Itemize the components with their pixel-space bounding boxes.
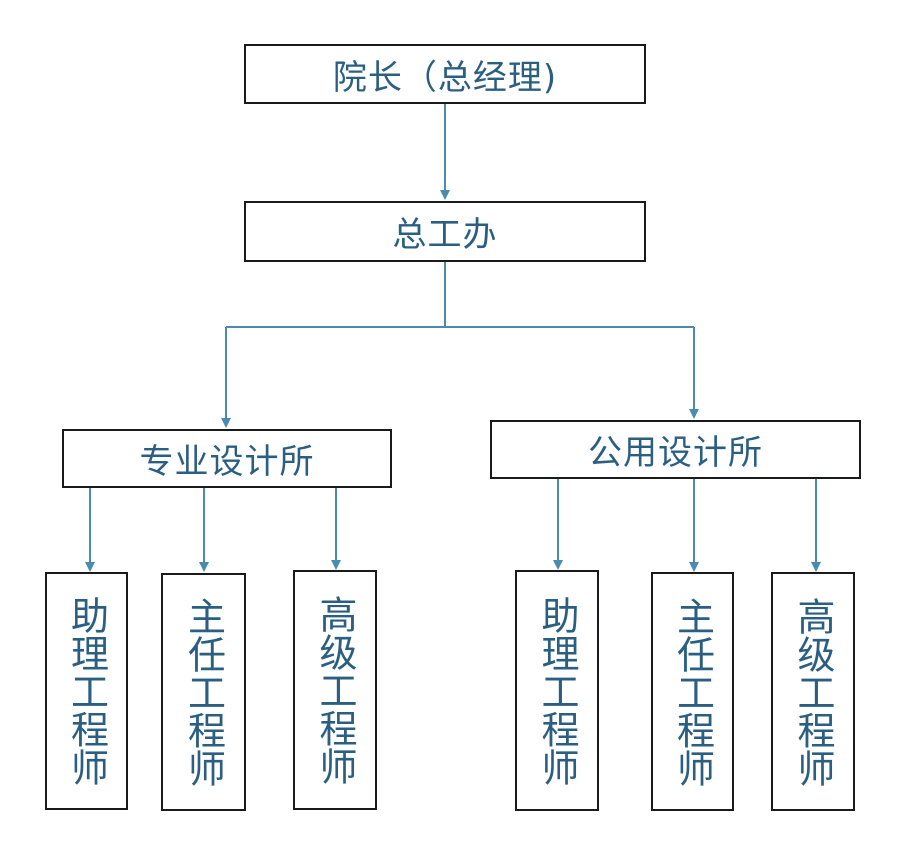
- chief-engineer-office-box: 总工办: [244, 201, 646, 262]
- left-chief-engineer-box: 主任工程师: [161, 573, 246, 811]
- president-box: 院长（总经理): [244, 44, 646, 104]
- left-senior-engineer-box: 高级工程师: [293, 570, 377, 810]
- right-senior-engineer-box: 高级工程师: [771, 572, 855, 811]
- professional-design-dept-box: 专业设计所: [62, 429, 392, 488]
- left-assistant-engineer-box: 助理工程师: [45, 572, 128, 810]
- right-assistant-engineer-box: 助理工程师: [515, 570, 599, 811]
- right-chief-engineer-box: 主任工程师: [651, 572, 734, 811]
- public-design-dept-box: 公用设计所: [490, 420, 861, 479]
